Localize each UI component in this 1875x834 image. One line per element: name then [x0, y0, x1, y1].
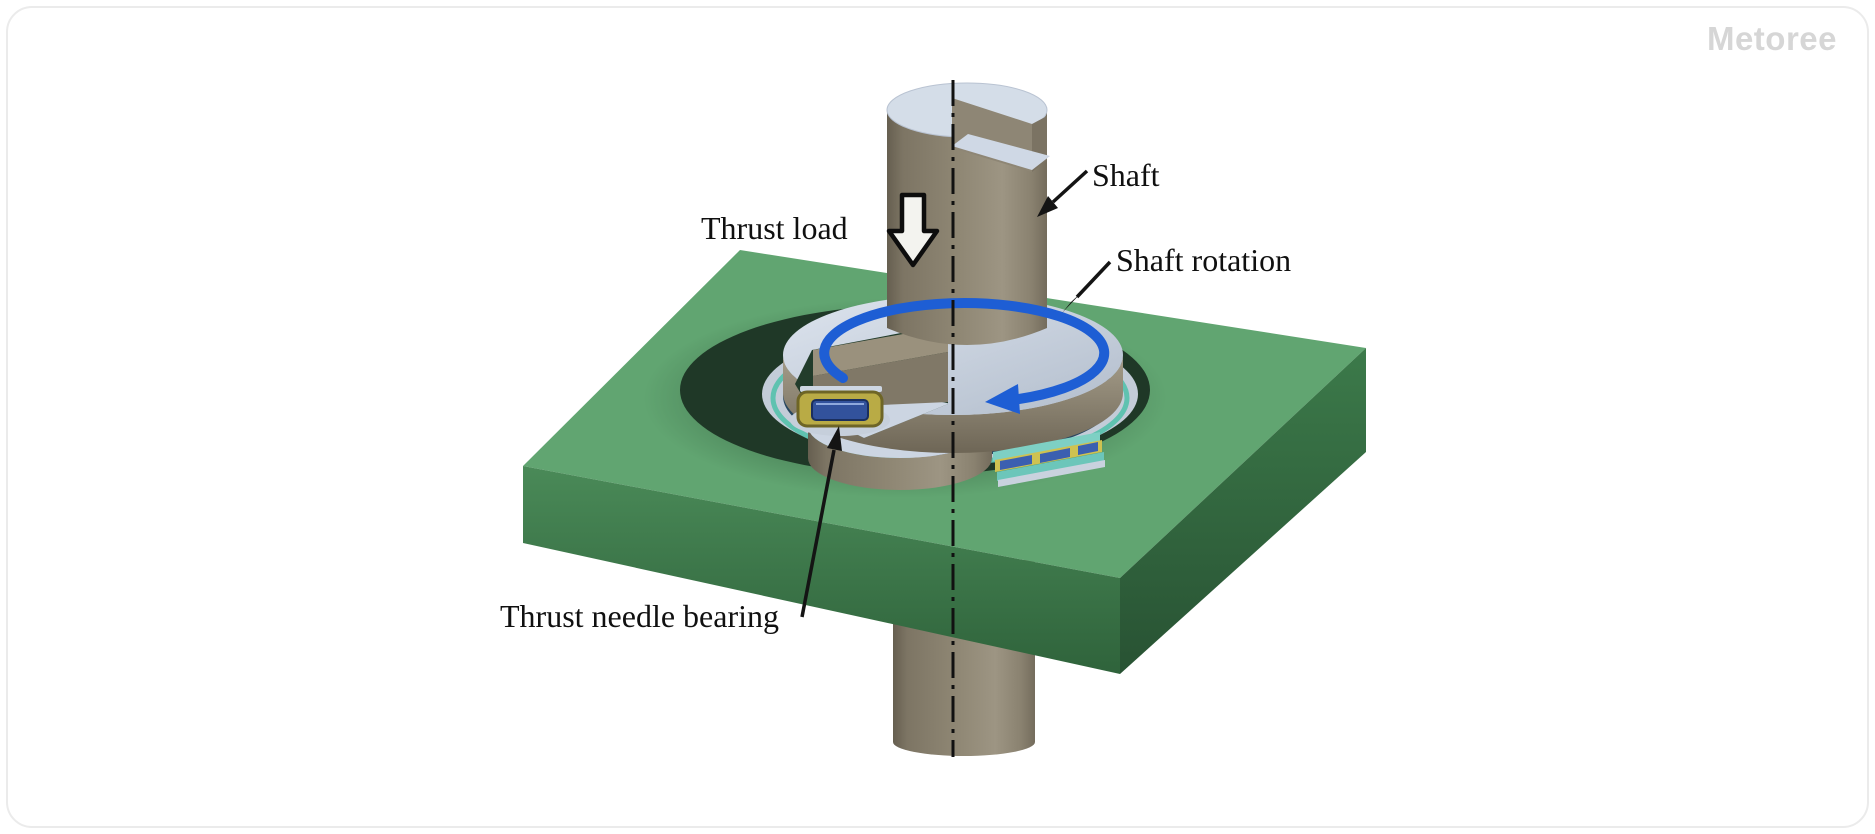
label-thrust-load: Thrust load — [701, 210, 848, 246]
label-shaft-rotation: Shaft rotation — [1116, 242, 1292, 278]
label-shaft: Shaft — [1092, 157, 1160, 193]
thrust-load-arrow-icon — [886, 192, 940, 268]
needle-cage-cutaway — [790, 386, 890, 436]
roller-c — [1078, 442, 1098, 455]
roller-a — [1000, 455, 1032, 470]
block-front-right-face — [1120, 348, 1366, 674]
roller-b — [1040, 448, 1070, 463]
shaft-rotation-arrow — [819, 297, 1110, 414]
leader-arrow-shaft-rotation — [1062, 260, 1112, 313]
washer-bottom-layer — [997, 452, 1104, 481]
washer-top-layer — [993, 432, 1100, 461]
flange-cut-ledge — [813, 326, 948, 376]
rotation-arrowhead-icon — [985, 384, 1020, 414]
shaft-upper — [886, 82, 1050, 345]
leader-arrow-shaft — [1037, 169, 1089, 217]
rotation-arc — [819, 297, 1110, 404]
shaft-body — [887, 110, 1047, 345]
label-thrust-needle-bearing: Thrust needle bearing — [500, 598, 779, 634]
block-front-left-face — [523, 466, 1120, 674]
seat-edge — [998, 460, 1105, 487]
notch-floor — [952, 134, 1050, 170]
leader-arrow-thrust-needle-bearing — [800, 426, 842, 618]
metoree-logo: Metoree — [1706, 20, 1837, 57]
bearing-section-layers — [993, 432, 1105, 487]
